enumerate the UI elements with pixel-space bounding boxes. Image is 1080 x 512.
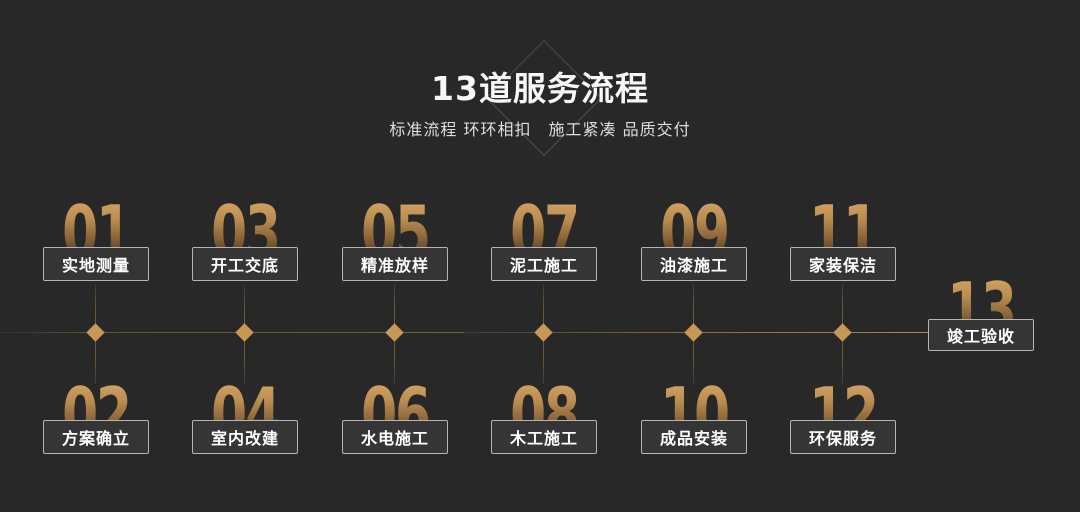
process-column-4: 07 泥工施工 08 木工施工 (469, 0, 619, 512)
step-label: 精准放样 (342, 247, 448, 281)
process-column-1: 01 实地测量 02 方案确立 (21, 0, 171, 512)
step-label: 竣工验收 (928, 319, 1034, 351)
step-label: 成品安装 (641, 420, 747, 454)
page-subtitle: 标准流程 环环相扣 施工紧凑 品质交付 (389, 120, 691, 139)
step-label: 方案确立 (43, 420, 149, 454)
process-column-3: 05 精准放样 06 水电施工 (320, 0, 470, 512)
process-column-5: 09 油漆施工 10 成品安装 (619, 0, 769, 512)
timeline-diamond-node-icon (534, 323, 553, 342)
page-title: 13道服务流程 (431, 69, 649, 108)
timeline-diamond-node-icon (385, 323, 404, 342)
step-label: 开工交底 (192, 247, 298, 281)
timeline-diamond-node-icon (86, 323, 105, 342)
step-label: 水电施工 (342, 420, 448, 454)
timeline-diamond-node-icon (833, 323, 852, 342)
timeline-line (0, 332, 929, 333)
step-label: 室内改建 (192, 420, 298, 454)
process-column-final: 13 竣工验收 (906, 0, 1056, 512)
step-label: 环保服务 (790, 420, 896, 454)
step-label: 木工施工 (491, 420, 597, 454)
process-column-6: 11 家装保洁 12 环保服务 (768, 0, 918, 512)
step-label: 实地测量 (43, 247, 149, 281)
timeline-diamond-node-icon (684, 323, 703, 342)
step-label: 泥工施工 (491, 247, 597, 281)
timeline-diamond-node-icon (235, 323, 254, 342)
step-label: 油漆施工 (641, 247, 747, 281)
process-column-2: 03 开工交底 04 室内改建 (170, 0, 320, 512)
step-label: 家装保洁 (790, 247, 896, 281)
